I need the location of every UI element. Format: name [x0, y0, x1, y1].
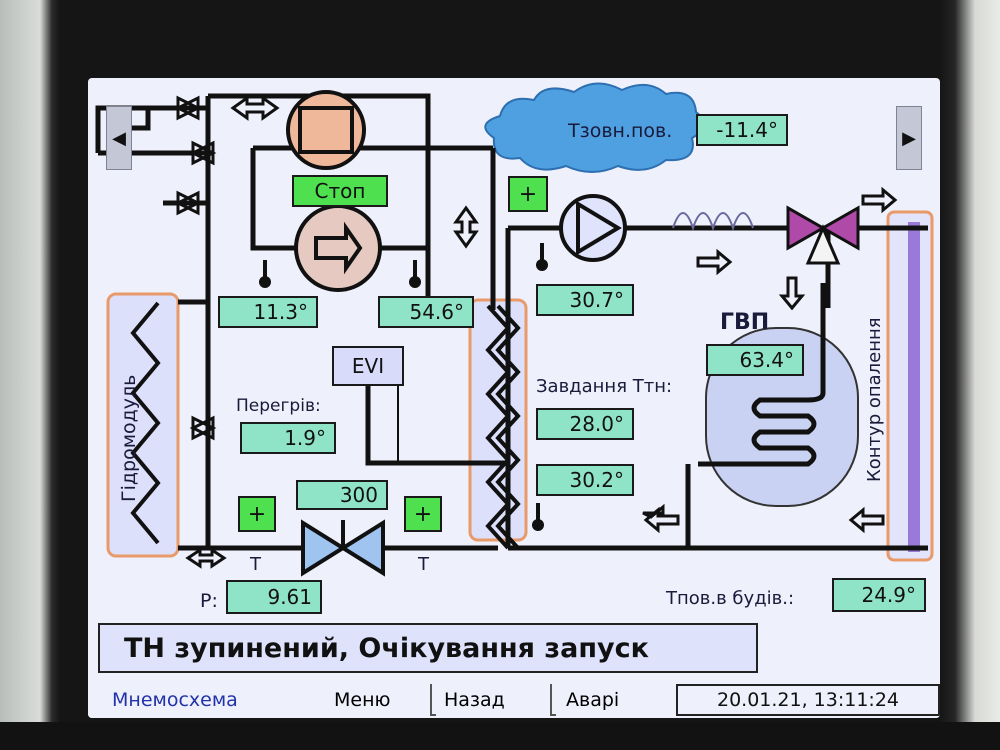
- expansion-valve-icon: [301, 519, 347, 577]
- hmi-screen: ◀ ▶ Тзовн.пов. -11.4° Стоп + 11.3° 54.6°…: [88, 78, 940, 718]
- t-symbol-left: T: [250, 554, 261, 575]
- outdoor-temp-label: Тзовн.пов.: [568, 120, 673, 142]
- t-symbol-right: T: [418, 554, 429, 575]
- indoor-temp-value[interactable]: 24.9°: [832, 578, 926, 612]
- pump-temp-value[interactable]: 30.7°: [536, 284, 634, 316]
- menu-item-back[interactable]: Назад: [444, 689, 505, 711]
- heating-circuit-label: Контур опалення: [864, 317, 885, 482]
- valve-position-value[interactable]: 300: [296, 480, 388, 510]
- arrow-right-icon: [696, 248, 733, 276]
- discharge-temp-value[interactable]: 54.6°: [378, 296, 474, 328]
- indoor-temp-label: Тпов.в будів.:: [666, 588, 795, 609]
- bottom-menu-bar: Мнемосхема Меню Назад Аварі 20.01.21, 13…: [88, 682, 940, 718]
- fan-icon: [286, 90, 366, 170]
- menu-item-menu[interactable]: Меню: [334, 689, 391, 711]
- menu-separator: [550, 684, 556, 716]
- arrow-left-icon: ◀: [112, 127, 126, 149]
- hydromodule-coil: [130, 301, 161, 545]
- device-bezel-bottom: [0, 722, 1000, 750]
- nav-right-button[interactable]: ▶: [896, 106, 922, 170]
- three-way-valve-icon: [786, 205, 827, 251]
- dhw-label: ГВП: [720, 310, 770, 335]
- plate-exchanger-coil: [485, 304, 511, 550]
- menu-separator: [430, 684, 436, 716]
- compressor-state-badge[interactable]: Стоп: [292, 175, 388, 207]
- compressor-icon: [294, 204, 382, 292]
- status-message: ТН зупинений, Очікування запуск: [98, 623, 758, 673]
- plus-button-top[interactable]: +: [508, 176, 548, 212]
- plus-button-bottom-right[interactable]: +: [404, 496, 442, 532]
- setpoint-label: Завдання Ттн:: [536, 376, 673, 397]
- datetime-display: 20.01.21, 13:11:24: [676, 684, 940, 716]
- hydromodule-label: Гідромодуль: [118, 374, 140, 502]
- suction-temp-value[interactable]: 11.3°: [218, 296, 318, 328]
- heat-pump-diagram: [95, 82, 934, 577]
- dhw-coil: [698, 283, 826, 467]
- evi-box[interactable]: EVI: [332, 346, 404, 386]
- plate-exchanger-frame: [468, 298, 528, 542]
- menu-item-alarms[interactable]: Аварі: [566, 689, 620, 711]
- superheat-value[interactable]: 1.9°: [240, 422, 336, 454]
- arrow-right-icon: ▶: [902, 127, 916, 149]
- heating-circuit-bar: [908, 222, 920, 552]
- cloud-icon: [484, 82, 705, 173]
- pressure-label: P:: [200, 590, 218, 612]
- nav-left-button[interactable]: ◀: [106, 106, 132, 170]
- plus-button-bottom-left[interactable]: +: [238, 496, 276, 532]
- pressure-value[interactable]: 9.61: [226, 580, 322, 614]
- setpoint-value[interactable]: 28.0°: [536, 408, 634, 440]
- dhw-temp-value[interactable]: 63.4°: [706, 344, 804, 376]
- hydromodule-frame: [106, 292, 180, 558]
- menu-item-mnemoscheme[interactable]: Мнемосхема: [112, 689, 238, 711]
- outdoor-temp-value[interactable]: -11.4°: [696, 114, 788, 146]
- return-temp-value[interactable]: 30.2°: [536, 464, 634, 496]
- superheat-label: Перегрів:: [236, 396, 321, 416]
